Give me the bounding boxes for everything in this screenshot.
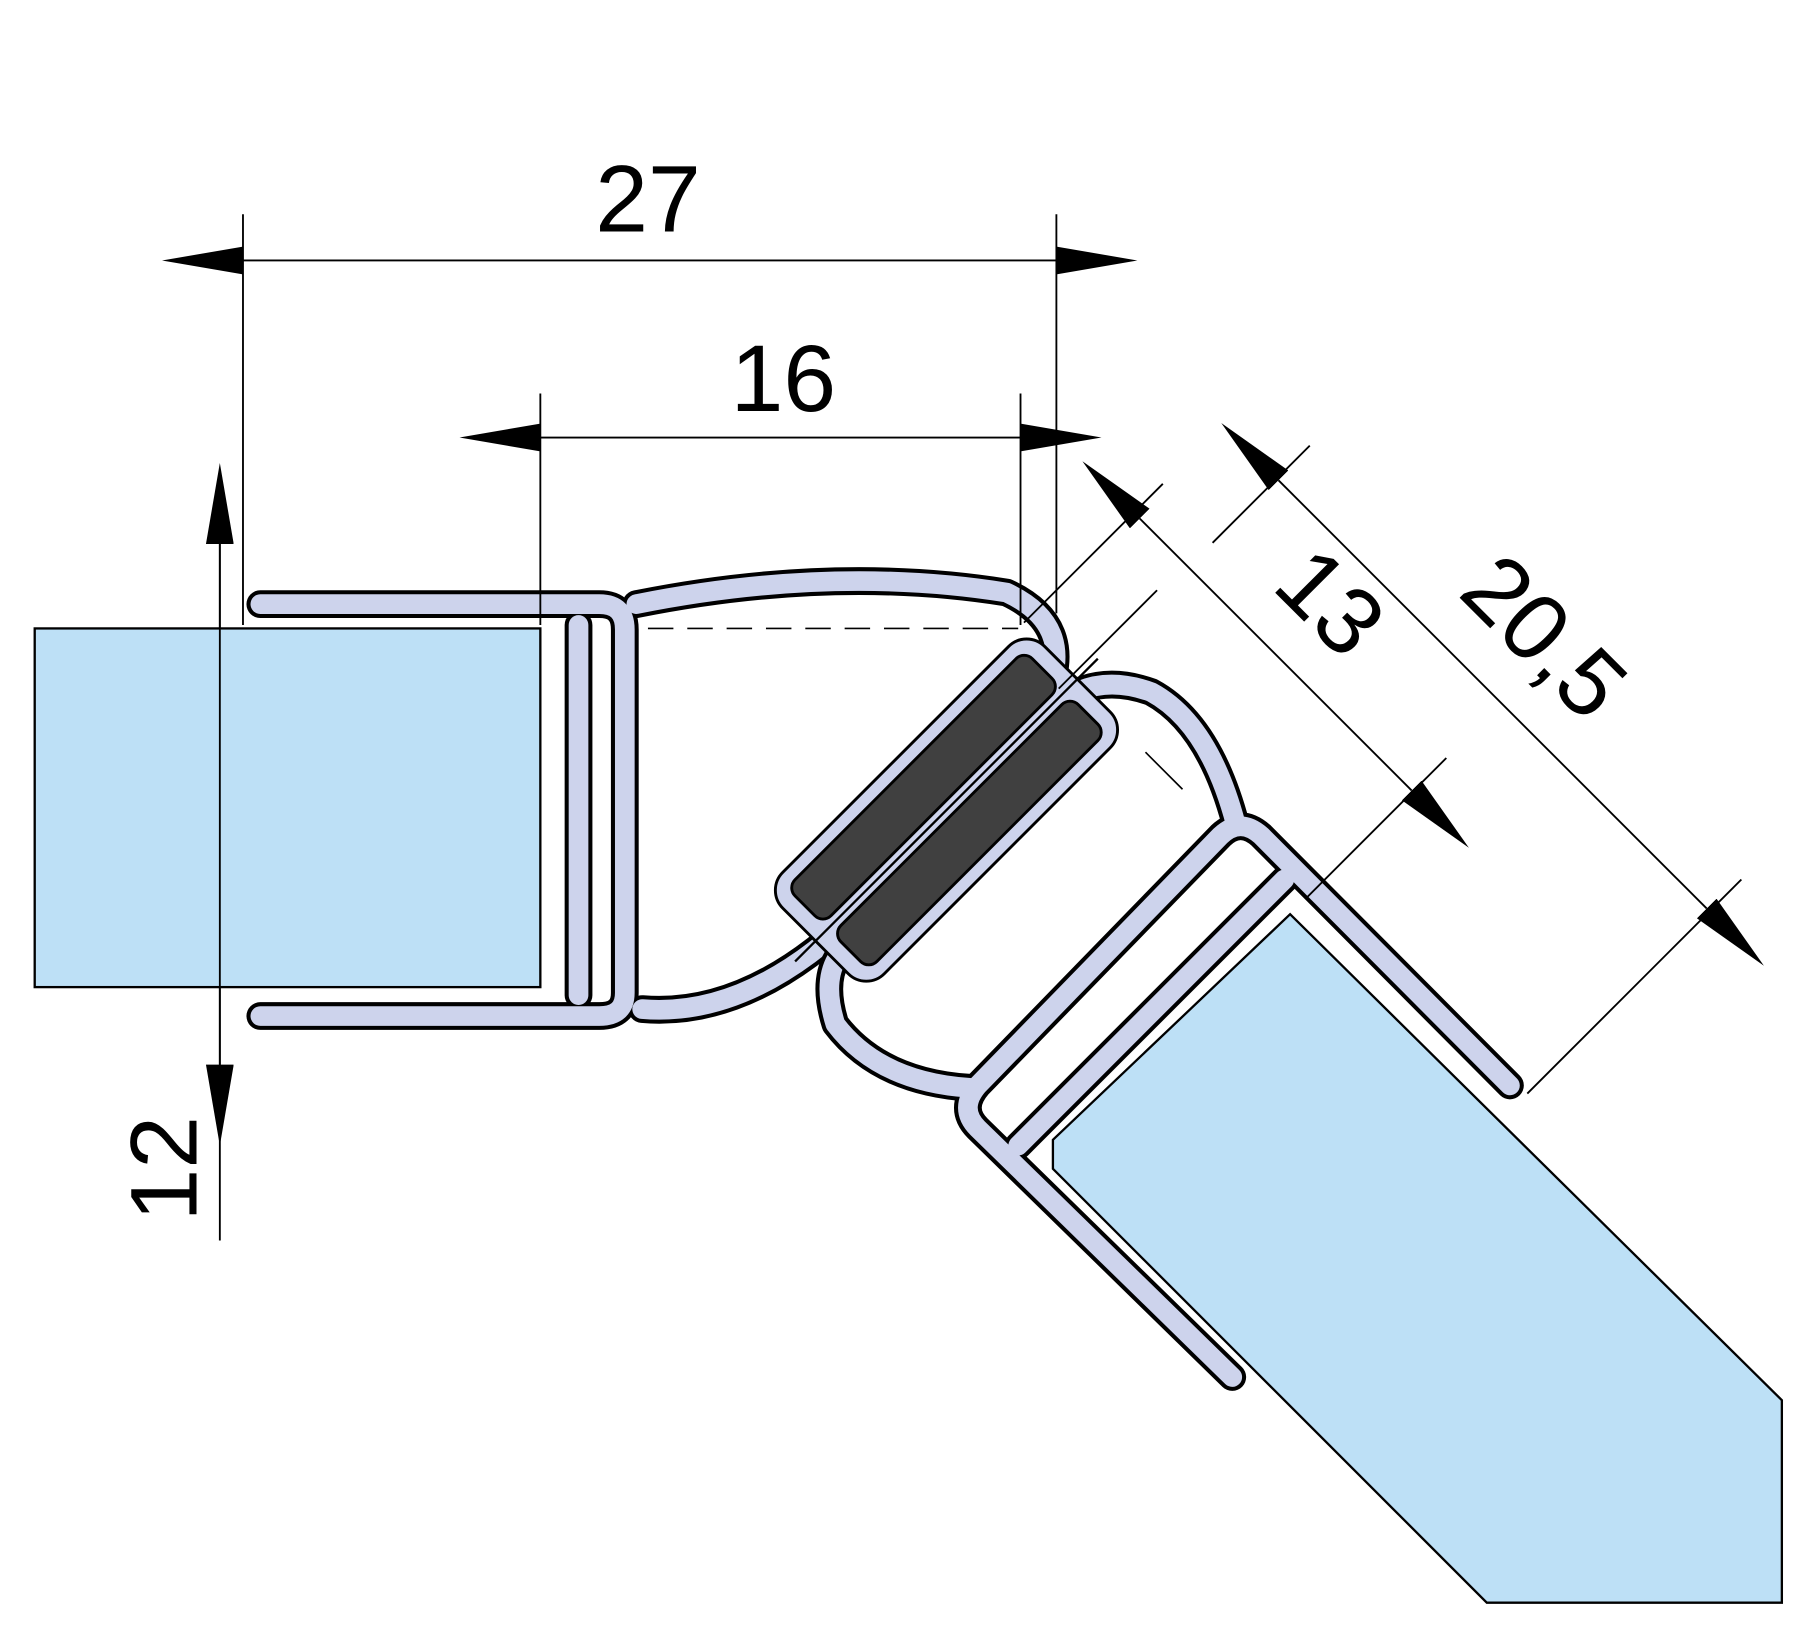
dimension-label: 27 <box>595 147 701 253</box>
left-glass-panel <box>33 627 542 989</box>
dimension-overall-width: 27 <box>161 147 1138 625</box>
dimension-label: 20,5 <box>1441 534 1647 740</box>
dimension-glass-thickness: 12 <box>112 462 234 1241</box>
dimension-label: 13 <box>1255 528 1405 678</box>
dimension-profile-depth: 16 <box>459 326 1102 625</box>
magnet-holder <box>773 637 1120 983</box>
magnet-strip <box>790 653 1057 921</box>
left-seal-profile <box>246 567 1070 1030</box>
dimension-label: 16 <box>731 326 837 432</box>
dimension-label: 12 <box>112 1116 218 1222</box>
